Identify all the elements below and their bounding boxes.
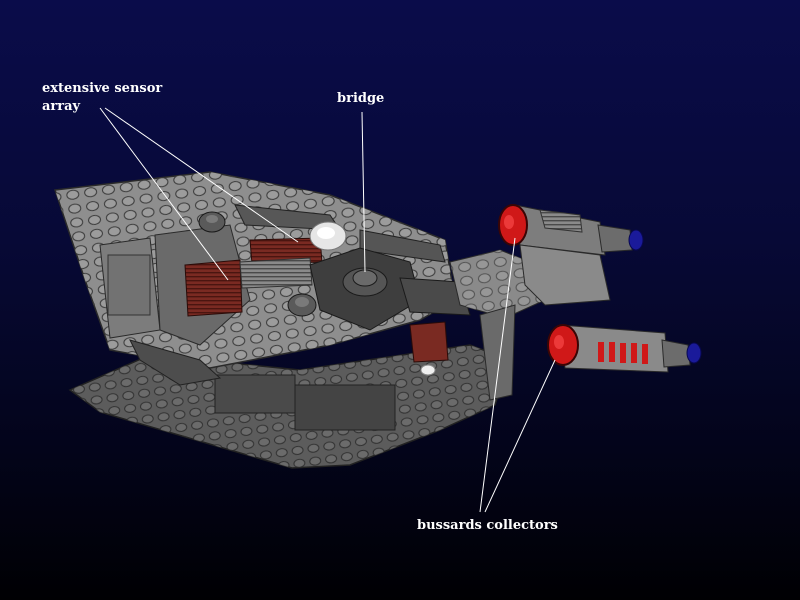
leader-sensor-1 xyxy=(99,107,229,281)
nacelle-pylon xyxy=(449,249,546,401)
sensor-array-label-line2: array xyxy=(42,99,81,114)
nacelle-upper xyxy=(498,204,644,306)
bridge-label-text: bridge xyxy=(337,91,385,106)
leader-sensor-2 xyxy=(104,107,299,243)
bridge-module xyxy=(309,221,471,376)
nacelle-stripes xyxy=(598,342,648,364)
leader-lines xyxy=(99,107,556,513)
bussards-label-text: bussards collectors xyxy=(417,518,558,533)
sensor-array-label: extensive sensor array xyxy=(42,80,162,116)
leader-bussard-2 xyxy=(484,359,556,513)
turrets xyxy=(198,211,317,317)
hull-underside xyxy=(68,344,511,469)
leader-bridge xyxy=(361,111,366,273)
bridge-label: bridge xyxy=(337,90,384,108)
bussards-label: bussards collectors xyxy=(417,517,558,535)
hull-detail xyxy=(99,204,446,386)
sensor-array-label-line1: extensive sensor xyxy=(42,81,163,96)
leader-bussard-1 xyxy=(479,237,516,513)
sensor-array xyxy=(184,237,449,363)
nacelle-lower xyxy=(547,324,702,373)
